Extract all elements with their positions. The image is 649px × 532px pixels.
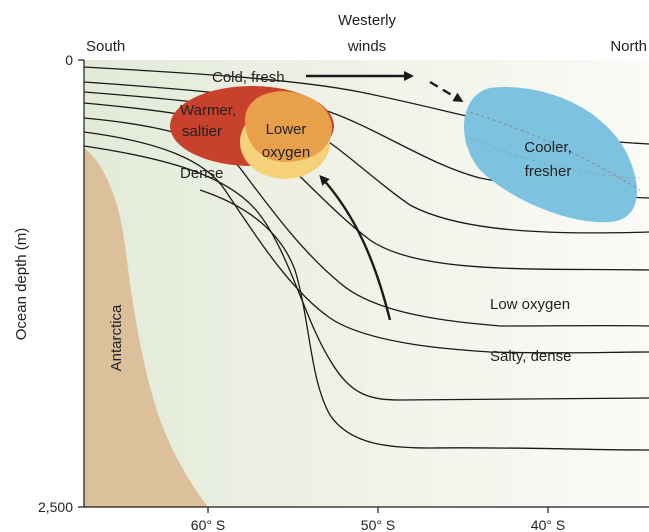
cooler-label-line1: Cooler, <box>524 139 572 156</box>
westerly-label-line2: winds <box>347 38 386 55</box>
dense-label: Dense <box>180 165 223 182</box>
low-oxygen-label: Low oxygen <box>490 296 570 313</box>
y-axis-title: Ocean depth (m) <box>13 228 30 341</box>
cooler-label-line2: fresher <box>525 163 572 180</box>
contour-line-6 <box>83 131 649 354</box>
contour-line-8 <box>199 189 649 451</box>
cold-fresh-label: Cold, fresh <box>212 69 285 86</box>
westerly-label-line1: Westerly <box>338 12 397 29</box>
x-tick-label-50s: 50° S <box>361 517 395 532</box>
warmer-label-line2: saltier <box>182 123 222 140</box>
cool-fresh-water-mass <box>463 87 637 223</box>
dashed-contour-overlay <box>469 111 641 191</box>
antarctica-landmass <box>84 148 208 507</box>
north-label: North <box>610 38 647 55</box>
axes <box>78 59 649 513</box>
contour-line-7 <box>83 145 649 401</box>
upwelling-arrow <box>319 175 392 321</box>
south-label: South <box>86 38 125 55</box>
y-tick-label-2500: 2,500 <box>38 499 73 515</box>
x-tick-label-60s: 60° S <box>191 517 225 532</box>
y-tick-label-0: 0 <box>65 52 73 68</box>
low-oxygen-overlap <box>245 91 332 162</box>
dashed-descent-arrow <box>429 80 464 103</box>
salty-dense-label: Salty, dense <box>490 348 571 365</box>
lower-oxygen-label-line2: oxygen <box>262 144 310 161</box>
warmer-label-line1: Warmer, <box>180 102 236 119</box>
antarctica-label: Antarctica <box>108 304 125 371</box>
x-tick-label-40s: 40° S <box>531 517 565 532</box>
lower-oxygen-label-line1: Lower <box>266 121 307 138</box>
dashed-contour-overlay-2 <box>469 137 641 179</box>
